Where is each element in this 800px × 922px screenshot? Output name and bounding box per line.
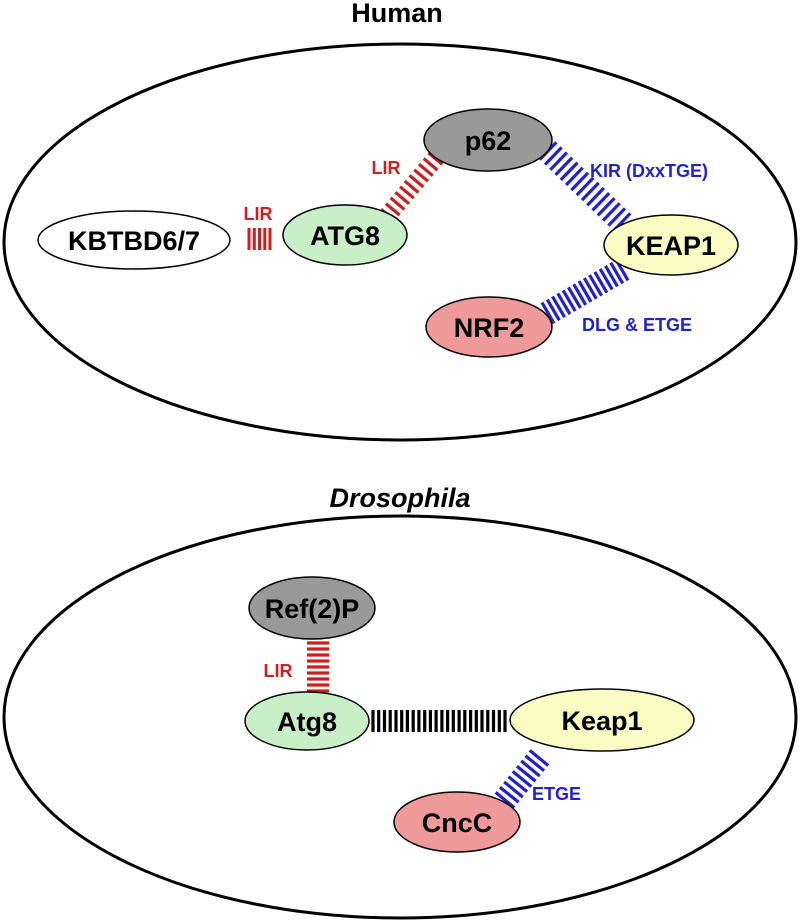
hatch-stroke: [524, 754, 546, 773]
hatch-stroke: [564, 166, 584, 187]
hatch-stroke: [593, 271, 609, 294]
hatch-stroke: [413, 168, 430, 183]
link-atg8-keap1: [371, 710, 507, 732]
hatch-stroke: [561, 289, 577, 312]
hatch-stroke: [545, 298, 561, 322]
hatch-stroke: [604, 264, 619, 288]
node-label-kbtbd6-7: KBTBD6/7: [68, 226, 200, 256]
node-label-atg8: ATG8: [310, 221, 380, 251]
hatch-stroke: [582, 277, 598, 300]
hatch-stroke: [580, 181, 600, 202]
panel-title-drosophila: Drosophila: [329, 483, 470, 513]
hatch-stroke: [528, 749, 550, 767]
link-kbtbd-atg8: [247, 228, 272, 250]
hatch-stroke: [507, 775, 529, 794]
hatch-stroke: [575, 176, 595, 197]
hatch-stroke: [586, 186, 606, 207]
hatch-stroke: [549, 151, 569, 171]
cell-outline-human: [2, 42, 798, 442]
hatch-stroke: [559, 161, 579, 182]
node-nrf2: NRF2: [425, 296, 553, 358]
hatch-stroke: [567, 286, 582, 309]
link-label-kir: KIR (DxxTGE): [590, 161, 708, 181]
hatch-stroke: [591, 191, 611, 212]
node-kbtbd6-7: KBTBD6/7: [37, 210, 231, 270]
hatch-stroke: [609, 261, 625, 285]
node-p62: p62: [423, 108, 553, 172]
node-label-atg8-fly: Atg8: [277, 707, 337, 737]
hatch-stroke: [494, 791, 516, 809]
hatch-stroke: [588, 274, 603, 297]
hatch-stroke: [498, 785, 520, 804]
hatch-stroke: [389, 196, 406, 211]
hatch-stroke: [598, 267, 614, 291]
node-label-p62: p62: [465, 126, 512, 156]
hatch-stroke: [520, 759, 541, 778]
hatch-stroke: [556, 292, 572, 316]
hatch-stroke: [572, 283, 588, 306]
node-label-nrf2: NRF2: [454, 313, 525, 343]
node-keap1-fly: Keap1: [509, 688, 695, 752]
hatch-stroke: [398, 185, 415, 200]
hatch-stroke: [570, 171, 590, 192]
node-atg8: ATG8: [282, 204, 408, 266]
hatch-stroke: [394, 191, 411, 206]
link-label-lir-p62: LIR: [372, 158, 401, 178]
node-atg8-fly: Atg8: [244, 691, 370, 751]
node-label-keap1: KEAP1: [626, 231, 716, 261]
link-label-etge: ETGE: [532, 784, 581, 804]
link-label-lir-ref2p: LIR: [264, 661, 293, 681]
link-label-lir-kbtbd: LIR: [244, 204, 273, 224]
hatch-stroke: [607, 207, 627, 227]
link-cncc-keap1: [494, 749, 550, 809]
hatch-stroke: [408, 174, 425, 189]
hatch-stroke: [596, 196, 616, 217]
hatch-stroke: [515, 764, 537, 783]
link-label-dlg-etge: DLG & ETGE: [582, 315, 692, 335]
node-label-cncc: CncC: [422, 808, 493, 838]
hatch-stroke: [577, 280, 593, 303]
hatch-stroke: [551, 295, 566, 319]
hatch-stroke: [503, 780, 524, 799]
hatch-stroke: [543, 146, 563, 166]
panel-title-human: Human: [351, 0, 443, 28]
hatch-stroke: [403, 179, 420, 194]
node-cncc: CncC: [393, 791, 521, 853]
hatch-stroke: [422, 157, 439, 172]
link-nrf2-keap1: [540, 258, 630, 325]
node-label-keap1-fly: Keap1: [561, 706, 642, 736]
link-p62-keap1: [538, 141, 632, 232]
hatch-stroke: [540, 301, 556, 325]
cell-outline-drosophila: [2, 514, 798, 920]
node-keap1: KEAP1: [603, 214, 739, 276]
node-label-ref2p: Ref(2)P: [265, 594, 360, 624]
link-atg8-ref2p: [307, 641, 329, 693]
hatch-stroke: [601, 202, 621, 222]
hatch-stroke: [511, 770, 533, 788]
hatch-stroke: [554, 156, 574, 177]
hatch-stroke: [417, 162, 434, 177]
hatch-stroke: [384, 202, 401, 217]
node-ref2p: Ref(2)P: [248, 576, 376, 640]
